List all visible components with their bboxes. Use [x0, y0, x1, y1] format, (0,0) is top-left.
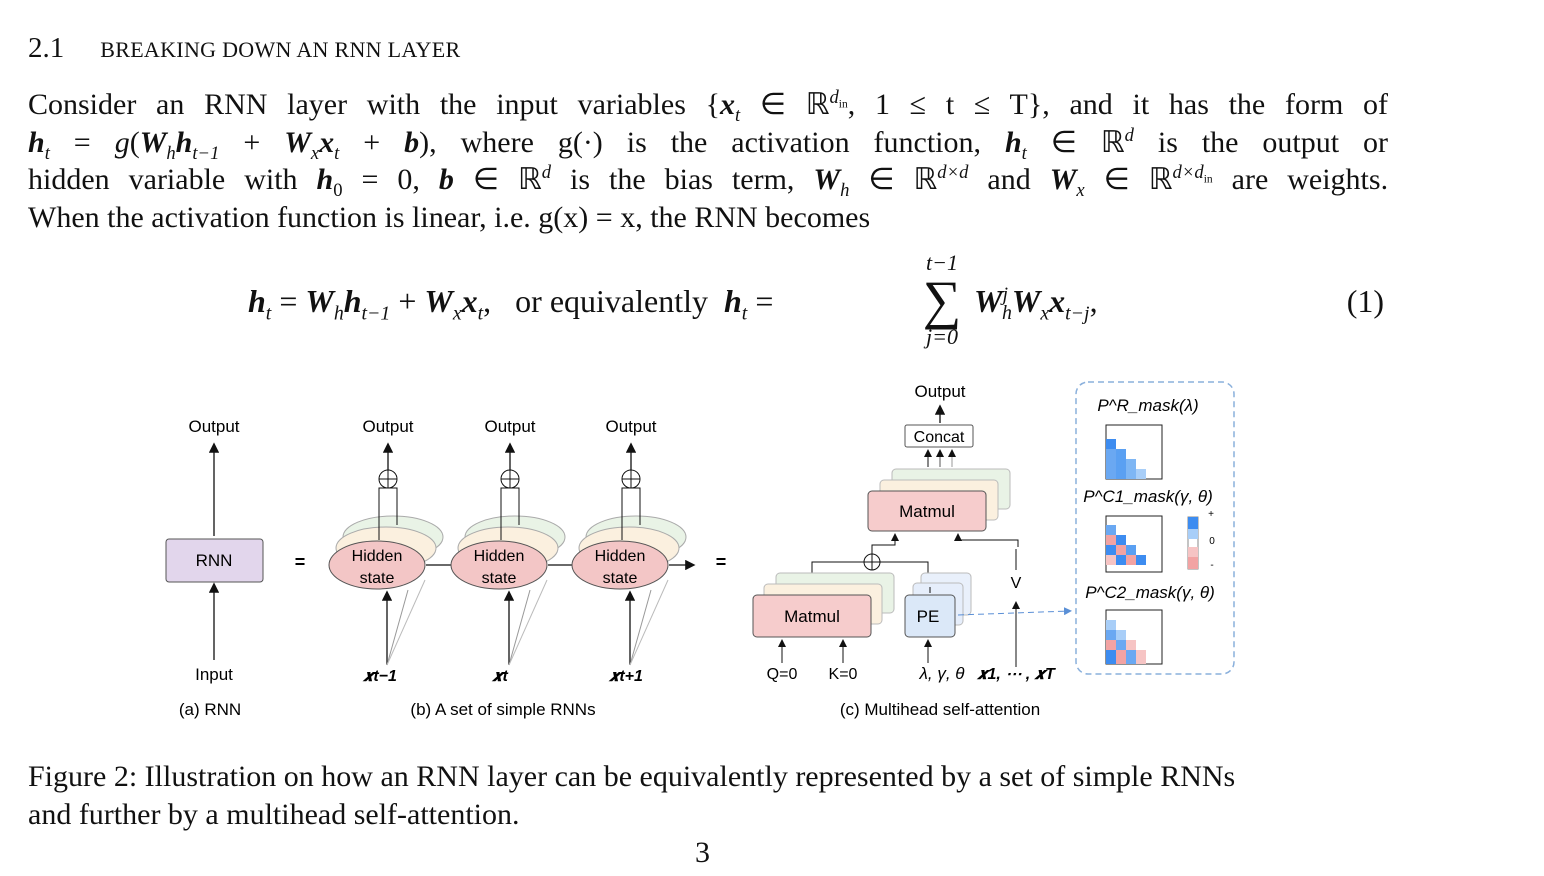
v-label: V	[1011, 575, 1022, 592]
input-x-2: 𝒙t	[491, 668, 508, 685]
mask-c2-label: P^C2_mask(γ, θ)	[1085, 583, 1215, 602]
rnn-input-label: Input	[195, 665, 233, 684]
equals-sign-1: =	[295, 552, 306, 572]
colorbar-zero: 0	[1209, 536, 1215, 547]
pe-to-mask-arrow	[957, 607, 1072, 616]
equals-sign-2: =	[716, 552, 727, 572]
body-paragraph: Consider an RNN layer with the input var…	[28, 86, 1388, 236]
sigma-symbol: ∑	[922, 270, 962, 330]
equation-lhs: ht = Whht−1 + Wxxt, or equivalently ht =	[248, 283, 774, 325]
params-label: λ, γ, θ	[919, 664, 966, 683]
mask-panel: P^R_mask(λ) P^C1_mask(γ, θ) + 0 - P^C2_m…	[1075, 381, 1235, 675]
svg-text:PE: PE	[917, 607, 940, 626]
equation-rhs: WjhWxxt−j,	[974, 283, 1098, 325]
sum-upper: t−1	[926, 250, 958, 275]
panel-b: Hidden state Output 𝒙t−1 Hidden state Ou…	[328, 417, 696, 719]
svg-text:state: state	[360, 570, 395, 587]
rnn-box-label: RNN	[196, 551, 233, 570]
svg-text:state: state	[603, 570, 638, 587]
svg-text:state: state	[482, 570, 517, 587]
caption-line-2: and further by a multihead self-attentio…	[28, 797, 520, 831]
input-x-1: 𝒙t−1	[362, 668, 397, 685]
attention-output-label: Output	[914, 382, 965, 401]
matmul-top-box	[867, 490, 987, 532]
xs-label: 𝒙1, ⋯ , 𝒙T	[976, 666, 1056, 683]
paragraph-line-2: ht = g(Whht−1 + Wxxt + b), where g(·) is…	[28, 124, 1389, 164]
sum-lower: j=0	[926, 324, 958, 349]
panel-c: Output Concat Matmul V Matmul PE	[752, 382, 1072, 719]
mask-r-label: P^R_mask(λ)	[1097, 396, 1198, 415]
summation: t−1 ∑ j=0	[918, 250, 966, 350]
svg-text:Hidden: Hidden	[595, 548, 646, 565]
caption-line-1: Figure 2: Illustration on how an RNN lay…	[28, 760, 1236, 793]
panel-a: Output RNN Input (a) RNN	[165, 417, 264, 719]
equation-number: (1)	[1346, 283, 1384, 319]
svg-text:Hidden: Hidden	[352, 548, 403, 565]
svg-text:Concat: Concat	[914, 429, 965, 446]
equation-middle-text: or equivalently	[515, 283, 708, 319]
section-number: 2.1	[28, 32, 65, 64]
output-label-3: Output	[605, 417, 656, 436]
pe-box	[904, 594, 956, 638]
simple-rnn-3: Hidden state Output 𝒙t+1	[571, 417, 696, 685]
concat-box	[904, 424, 974, 448]
caption-b: (b) A set of simple RNNs	[410, 700, 595, 719]
colorbar-minus: -	[1210, 560, 1213, 571]
input-x-3: 𝒙t+1	[608, 668, 643, 685]
output-label-2: Output	[484, 417, 535, 436]
output-label-1: Output	[362, 417, 413, 436]
paragraph-line-1: Consider an RNN layer with the input var…	[28, 87, 1388, 126]
mask-c1-label: P^C1_mask(γ, θ)	[1083, 487, 1213, 506]
rnn-output-label: Output	[188, 417, 239, 436]
figure-caption: Figure 2: Illustration on how an RNN lay…	[28, 758, 1388, 833]
paragraph-line-4: When the activation function is linear, …	[28, 200, 871, 234]
equation-1: ht = Whht−1 + Wxxt, or equivalently ht =…	[248, 250, 1384, 360]
matmul-bottom-box	[752, 594, 872, 638]
hidden-state-2	[450, 540, 548, 590]
caption-a: (a) RNN	[179, 700, 241, 719]
section-title: BREAKING DOWN AN RNN LAYER	[100, 37, 461, 62]
simple-rnn-2: Hidden state Output 𝒙t	[450, 417, 591, 685]
hidden-state-3	[571, 540, 669, 590]
svg-text:Matmul: Matmul	[899, 502, 955, 521]
colorbar-plus: +	[1208, 509, 1214, 520]
svg-text:Matmul: Matmul	[784, 607, 840, 626]
q-label: Q=0	[767, 666, 798, 683]
svg-text:Hidden: Hidden	[474, 548, 525, 565]
caption-c: (c) Multihead self-attention	[840, 700, 1040, 719]
paragraph-line-3: hidden variable with h0 = 0, b ∈ ℝd is t…	[28, 162, 1389, 201]
section-heading: 2.1 BREAKING DOWN AN RNN LAYER	[28, 32, 460, 65]
figure-2: Output RNN Input (a) RNN = Hidden state …	[165, 381, 1235, 719]
hidden-state-1	[328, 540, 426, 590]
page-number: 3	[695, 836, 710, 869]
rnn-box	[165, 538, 264, 583]
simple-rnn-1: Hidden state Output 𝒙t−1	[328, 417, 471, 685]
k-label: K=0	[829, 666, 858, 683]
